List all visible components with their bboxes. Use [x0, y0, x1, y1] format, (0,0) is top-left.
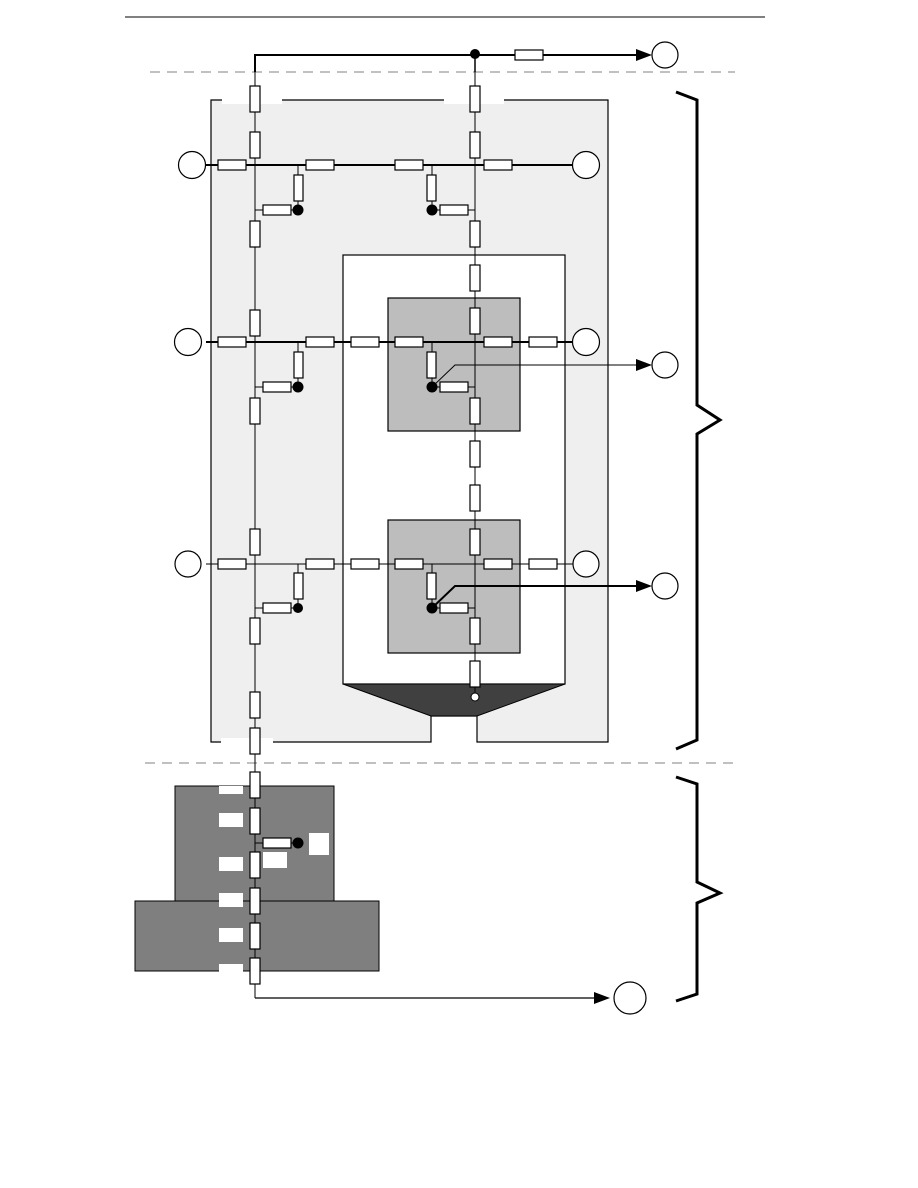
funnel-node: [470, 692, 480, 702]
lower-brace: [675, 775, 724, 1003]
upper-brace: [675, 90, 723, 751]
nodes: [292, 49, 480, 849]
terminals: [173, 41, 679, 1015]
arrowheads: [594, 49, 652, 1004]
base-gaps: [219, 786, 329, 972]
resistors: [217, 49, 558, 985]
bottom-funnel: [342, 683, 566, 717]
